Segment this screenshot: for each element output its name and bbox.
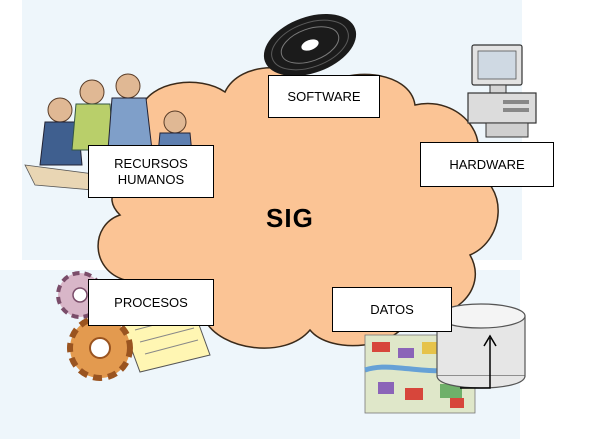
cd-disc-icon <box>263 13 357 77</box>
datos-label: DATOS <box>332 287 452 332</box>
procesos-label: PROCESOS <box>88 279 214 326</box>
sig-center-label: SIG <box>266 203 314 233</box>
recursos-humanos-label: RECURSOS HUMANOS <box>88 145 214 198</box>
desktop-computer-icon <box>467 44 537 138</box>
hardware-label: HARDWARE <box>420 142 554 187</box>
software-label: SOFTWARE <box>268 75 380 118</box>
database-map-icon <box>364 303 526 414</box>
